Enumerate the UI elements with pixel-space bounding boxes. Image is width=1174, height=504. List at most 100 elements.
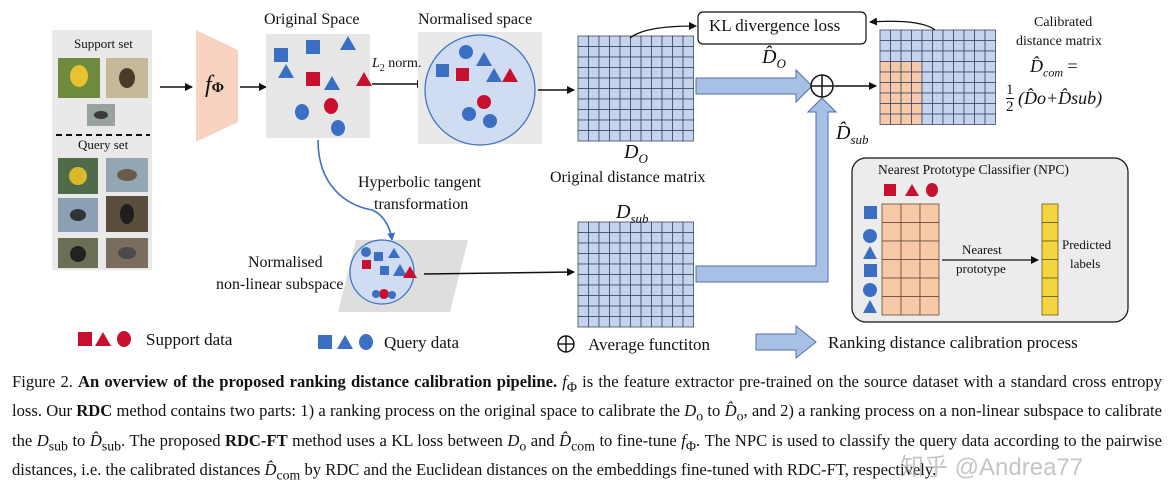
- matrix-cell: [1041, 259, 1059, 279]
- matrix-cell: [682, 109, 694, 121]
- bird-photo-subject: [119, 68, 135, 88]
- matrix-cell: [577, 295, 589, 307]
- matrix-cell: [672, 232, 684, 244]
- matrix-cell: [577, 56, 589, 68]
- matrix-cell: [577, 46, 589, 58]
- matrix-cell: [932, 71, 944, 83]
- query-set-label: Query set: [78, 137, 129, 152]
- bird-photo-subject: [94, 111, 108, 119]
- matrix-cell: [890, 82, 902, 94]
- matrix-cell: [651, 253, 663, 265]
- matrix-cell: [651, 109, 663, 121]
- matrix-cell: [609, 253, 621, 265]
- matrix-cell: [900, 29, 912, 41]
- matrix-cell: [651, 274, 663, 286]
- matrix-cell: [919, 222, 940, 242]
- matrix-cell: [640, 77, 652, 89]
- matrix-cell: [588, 56, 600, 68]
- matrix-cell: [682, 316, 694, 328]
- original-space-points: [274, 36, 372, 136]
- matrix-cell: [900, 203, 921, 223]
- matrix-cell: [640, 119, 652, 131]
- matrix-cell: [1041, 240, 1059, 260]
- matrix-cell: [651, 119, 663, 131]
- matrix-cell: [963, 71, 975, 83]
- matrix-cell: [577, 221, 589, 233]
- matrix-cell: [577, 242, 589, 254]
- matrix-cell: [921, 40, 933, 52]
- legend-support-label: Support data: [146, 330, 233, 349]
- matrix-cell: [598, 130, 610, 142]
- matrix-cell: [651, 35, 663, 47]
- matrix-cell: [900, 103, 912, 115]
- matrix-cell: [588, 295, 600, 307]
- matrix-cell: [619, 242, 631, 254]
- matrix-cell: [682, 221, 694, 233]
- matrix-cell: [682, 67, 694, 79]
- legend-support-shapes: [78, 331, 131, 347]
- matrix-cell: [577, 253, 589, 265]
- matrix-cell: [630, 305, 642, 317]
- matrix-cell: [963, 113, 975, 125]
- matrix-cell: [881, 296, 902, 316]
- matrix-cell: [609, 316, 621, 328]
- matrix-cell: [661, 263, 673, 275]
- matrix-cell: [919, 240, 940, 260]
- matrix-cell: [984, 40, 996, 52]
- subspace-distance-matrix: [577, 221, 694, 328]
- matrix-cell: [577, 232, 589, 244]
- matrix-cell: [651, 56, 663, 68]
- matrix-cell: [672, 98, 684, 110]
- matrix-cell: [598, 35, 610, 47]
- matrix-cell: [879, 113, 891, 125]
- matrix-cell: [890, 61, 902, 73]
- matrix-cell: [672, 274, 684, 286]
- matrix-cell: [932, 29, 944, 41]
- matrix-cell: [598, 263, 610, 275]
- npc-query-column: [863, 206, 877, 313]
- matrix-cell: [953, 103, 965, 115]
- matrix-cell: [974, 61, 986, 73]
- matrix-cell: [661, 242, 673, 254]
- matrix-cell: [911, 92, 923, 104]
- matrix-cell: [900, 50, 912, 62]
- matrix-cell: [984, 103, 996, 115]
- bird-photo-subject: [120, 204, 134, 224]
- matrix-cell: [921, 103, 933, 115]
- matrix-cell: [651, 316, 663, 328]
- matrix-cell: [890, 40, 902, 52]
- matrix-cell: [619, 316, 631, 328]
- predicted-labels-column: [1041, 203, 1059, 316]
- legend-query-shapes: [318, 334, 373, 350]
- calibrated-distance-matrix: [879, 29, 996, 125]
- matrix-cell: [672, 284, 684, 296]
- matrix-cell: [879, 92, 891, 104]
- matrix-cell: [890, 113, 902, 125]
- matrix-cell: [900, 222, 921, 242]
- matrix-cell: [630, 232, 642, 244]
- matrix-cell: [598, 77, 610, 89]
- dcom-formula: 1 2 (D̂o+D̂sub): [1006, 82, 1103, 115]
- matrix-cell: [630, 263, 642, 275]
- matrix-cell: [900, 240, 921, 260]
- matrix-cell: [682, 305, 694, 317]
- matrix-cell: [963, 29, 975, 41]
- bird-photo-subject: [70, 65, 88, 87]
- matrix-cell: [682, 232, 694, 244]
- matrix-cell: [577, 98, 589, 110]
- normalised-sphere: [424, 34, 536, 146]
- arrow: [423, 268, 575, 277]
- kl-loss-box: [697, 11, 867, 45]
- matrix-cell: [919, 259, 940, 279]
- matrix-cell: [609, 109, 621, 121]
- matrix-cell: [598, 67, 610, 79]
- subspace-points: [361, 247, 417, 299]
- matrix-cell: [879, 29, 891, 41]
- matrix-cell: [619, 77, 631, 89]
- matrix-cell: [682, 88, 694, 100]
- matrix-cell: [588, 98, 600, 110]
- dcom-label: D̂com =: [1030, 56, 1078, 80]
- matrix-cell: [672, 295, 684, 307]
- matrix-cell: [879, 40, 891, 52]
